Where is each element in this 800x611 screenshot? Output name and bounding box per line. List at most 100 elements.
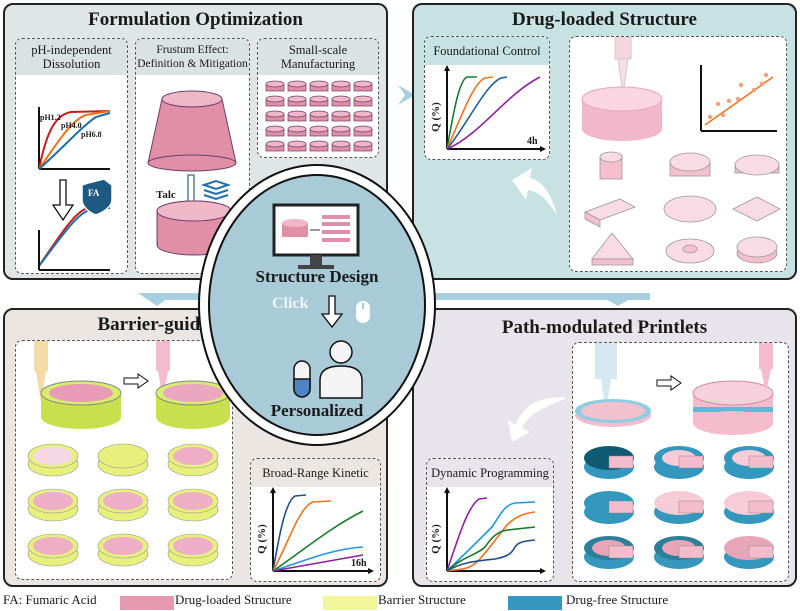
legend-fa-note: FA: Fumaric Acid [3, 592, 97, 607]
mini-tablet [265, 110, 285, 122]
mini-tablet [287, 110, 307, 122]
legend-swatch-drug-free [508, 596, 562, 610]
panel-drug-loaded-structure: Drug-loaded Structure Foundational Contr… [412, 3, 797, 280]
barrier-print-step-1 [34, 341, 122, 429]
y-axis-label: Q (%) [429, 102, 442, 132]
curve-green [446, 526, 536, 572]
path-shape [654, 446, 704, 479]
panel-title: Path-modulated Printlets [501, 317, 708, 338]
mini-tablet [309, 125, 329, 137]
mini-tablet [353, 125, 373, 137]
curve-purple [272, 554, 364, 572]
foundational-control-chart [444, 65, 546, 152]
barrier-shapes-illustration [27, 341, 231, 567]
barrier-print-step-2 [155, 341, 231, 429]
barrier-shape [97, 533, 149, 567]
curve-ph6.8 [38, 112, 111, 170]
mini-tablet [287, 140, 307, 152]
box-dynamic-programming: Dynamic Programming Q (%) [426, 458, 554, 582]
curve-purple [446, 497, 488, 572]
mini-tablet [265, 80, 285, 92]
box-drug-loaded-shapes [569, 36, 787, 272]
curve-green [446, 76, 477, 150]
path-shape [724, 446, 774, 479]
curved-arrow-icon [508, 397, 567, 442]
mini-tablet [309, 140, 329, 152]
barrier-shape [167, 443, 219, 477]
box-title: Dynamic Programming [427, 459, 553, 487]
tablet-grid [265, 80, 373, 152]
mini-tablet [353, 110, 373, 122]
path-shapes-illustration [575, 343, 774, 569]
curve-orange [446, 76, 494, 150]
curve-label-ph6.8: pH6.8 [81, 130, 102, 139]
monitor-icon [272, 203, 360, 269]
barrier-shape [167, 533, 219, 567]
mini-tablet [265, 95, 285, 107]
legend-label-drug-loaded: Drug-loaded Structure [175, 592, 292, 607]
mini-tablet [353, 80, 373, 92]
ph-dissolution-chart-before [38, 107, 113, 271]
mini-tablet [331, 140, 351, 152]
person-icon [319, 340, 363, 399]
down-arrow-icon [320, 295, 344, 329]
legend-label-barrier: Barrier Structure [378, 592, 466, 607]
box-title: Dissolution [42, 57, 101, 71]
mouse-icon [356, 301, 370, 323]
box-title: Manufacturing [280, 57, 356, 71]
mini-tablet [287, 125, 307, 137]
curve-green [272, 510, 364, 572]
pill-icon [293, 360, 311, 398]
x-axis-label: 16h [351, 558, 367, 569]
panel-path-modulated-printlets: Path-modulated Printlets Dynamic Program… [412, 308, 797, 587]
curve-label-ph1.2: pH1.2 [40, 113, 61, 122]
box-ph-independent-dissolution: pH-independent Dissolution pH1.2 pH4.0 p… [15, 38, 128, 274]
path-shape [654, 491, 704, 524]
mini-tablet [287, 95, 307, 107]
y-axis-label: Q (%) [255, 524, 268, 554]
curve-cyan [272, 546, 364, 572]
box-title: Definition & Mitigation [137, 58, 248, 70]
mini-tablet [287, 80, 307, 92]
mini-tablet [331, 80, 351, 92]
mini-tablet [353, 95, 373, 107]
nozzle-icon [614, 37, 632, 60]
mini-tablet [265, 125, 285, 137]
path-print-step-1 [575, 343, 651, 427]
right-arrow-icon [123, 373, 149, 389]
curve-after-ph1.2 [38, 205, 111, 267]
curve-cyan [446, 501, 536, 572]
mini-tablet [309, 95, 329, 107]
path-shape [724, 536, 774, 569]
curve-ph4.0 [38, 110, 111, 170]
personalized-label: Personalized [270, 401, 364, 420]
box-title: Frustum Effect: [156, 44, 229, 56]
drug-loaded-shapes-illustration [581, 37, 781, 266]
fa-label: FA [88, 188, 100, 198]
path-shape [584, 446, 634, 479]
dynamic-programming-chart [444, 487, 546, 574]
talc-label: Talc [156, 189, 176, 201]
path-shape [584, 536, 634, 569]
right-arrow-icon [656, 375, 682, 391]
curve-navy [446, 539, 536, 572]
scatter-points [707, 72, 769, 120]
box-broad-range-kinetic: Broad-Range Kinetic Q (%) 16h [250, 458, 381, 582]
path-shape [584, 491, 634, 524]
legend-swatch-drug-loaded [120, 596, 174, 610]
talc-layers-icon [200, 179, 232, 201]
curve-navy [272, 494, 307, 572]
frustum-tablet [147, 98, 237, 164]
down-arrow-icon [51, 179, 75, 222]
box-title: Foundational Control [425, 37, 549, 65]
shape-grid [584, 151, 781, 266]
curve-orange [272, 500, 332, 572]
center-ellipse [198, 164, 436, 446]
box-path-shapes [572, 342, 789, 582]
center-structure-design: Structure Design Click Personalized [198, 163, 436, 447]
barrier-shape [167, 488, 219, 522]
x-axis-label: 4h [527, 136, 538, 147]
box-title: pH-independent [31, 43, 112, 57]
legend-label-drug-free: Drug-free Structure [566, 592, 669, 607]
path-shape [654, 536, 704, 569]
